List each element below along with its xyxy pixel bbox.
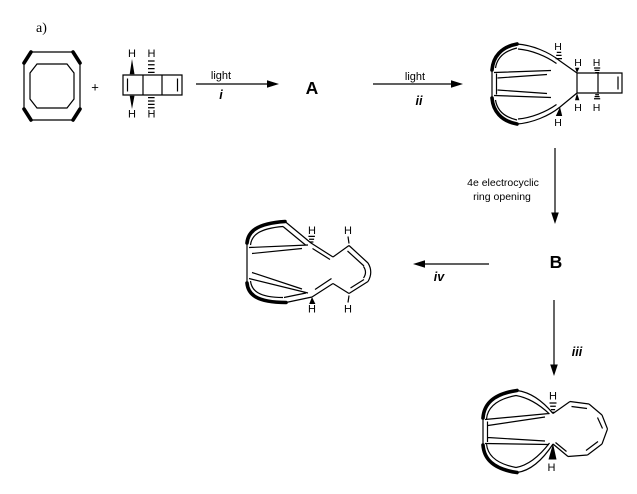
arrow-ring-opening: 4e electrocyclic ring opening <box>467 148 559 224</box>
wedge-bonds <box>548 443 557 460</box>
ring-opening-note-line2: ring opening <box>473 191 531 203</box>
bold-bonds <box>22 50 82 122</box>
arrow-step-ii: light ii <box>373 71 463 108</box>
bond-lines <box>23 51 81 121</box>
h-atom-label: H <box>554 41 562 53</box>
step-label-iii: iii <box>572 345 583 359</box>
ring-opening-note-line1: 4e electrocyclic <box>467 177 539 189</box>
bond-lines <box>246 221 372 304</box>
hash-bonds <box>549 402 557 414</box>
h-atom-label: H <box>593 102 601 114</box>
bold-bonds <box>245 219 288 305</box>
molecule-reactant-ladder: H H H H <box>122 48 183 121</box>
arrow-head <box>267 80 279 88</box>
molecule-photoproduct-top: H H H H H H <box>490 41 623 129</box>
wedge-bonds <box>129 59 135 109</box>
arrow-head <box>451 80 463 88</box>
h-atom-label: H <box>548 462 556 474</box>
step-label-ii: ii <box>416 94 423 108</box>
plus-operator: + <box>91 80 99 95</box>
h-atom-label: H <box>554 117 562 129</box>
h-atom-label: H <box>344 304 352 316</box>
condition-label: light <box>405 71 425 83</box>
compound-b-label: B <box>550 252 563 272</box>
h-atom-label: H <box>593 57 601 69</box>
h-atom-label: H <box>344 225 352 237</box>
h-atom-label: H <box>128 109 136 121</box>
wedge-bonds <box>555 67 580 116</box>
arrow-head <box>551 212 559 224</box>
compound-a-label: A <box>306 78 319 98</box>
h-atom-label: H <box>574 57 582 69</box>
arrow-step-iv: iv <box>413 260 489 284</box>
bond-lines <box>122 74 183 96</box>
wedge-bonds <box>309 297 316 304</box>
arrow-step-i: light i <box>196 70 279 102</box>
hash-bonds <box>555 51 601 100</box>
h-atom-label: H <box>574 102 582 114</box>
panel-label: a) <box>36 21 47 36</box>
step-label-iv: iv <box>434 270 445 284</box>
bold-bonds <box>490 42 519 126</box>
arrow-head <box>550 364 558 376</box>
hash-bonds <box>148 60 155 109</box>
bond-lines <box>482 389 609 474</box>
h-atom-label: H <box>308 304 316 316</box>
bold-bonds <box>481 388 519 475</box>
h-atom-label: H <box>308 225 316 237</box>
arrow-head <box>413 260 425 268</box>
condition-label: light <box>211 70 231 82</box>
h-atom-label: H <box>128 48 136 60</box>
molecule-product-left: H H H H <box>245 219 372 316</box>
h-atom-label: H <box>148 48 156 60</box>
molecule-reactant-barrel <box>22 50 82 122</box>
hash-bonds <box>308 235 315 243</box>
molecule-product-bottom: H H <box>481 388 609 475</box>
bond-lines <box>491 43 623 125</box>
h-atom-label: H <box>549 391 557 403</box>
h-atom-label: H <box>148 109 156 121</box>
step-label-i: i <box>219 88 223 102</box>
arrow-step-iii: iii <box>550 300 583 376</box>
